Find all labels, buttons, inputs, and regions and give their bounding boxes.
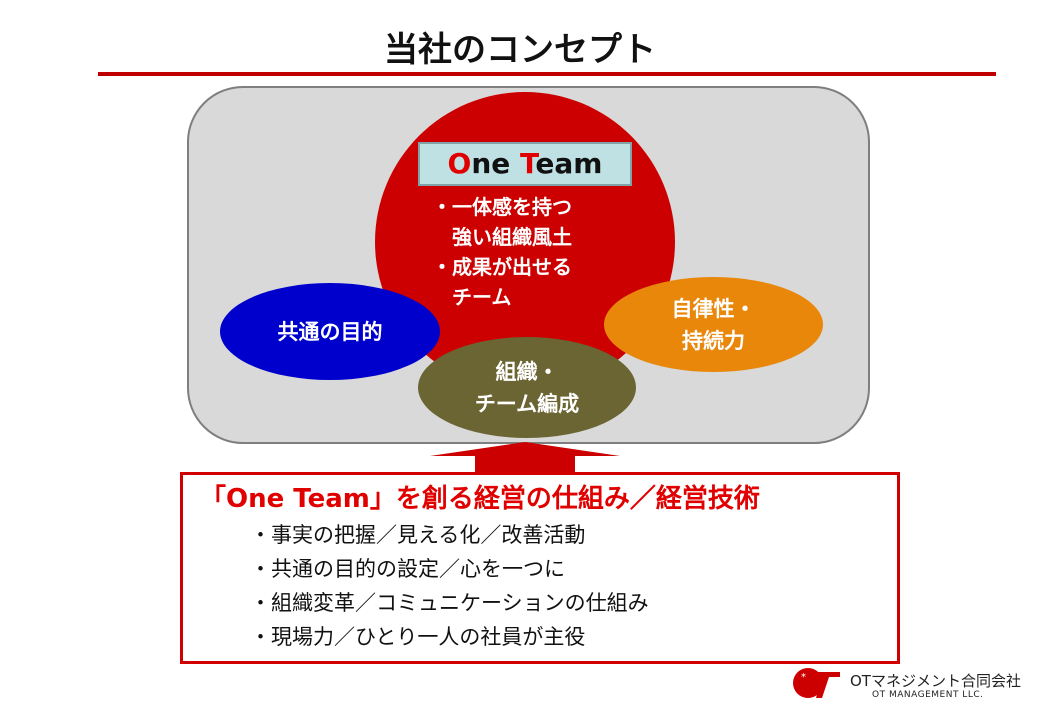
slide-title: 当社のコンセプト <box>384 30 656 70</box>
title-divider <box>98 72 996 76</box>
one-team-label: One Team <box>418 142 632 186</box>
organization-ellipse: 組織・チーム編成 <box>418 337 636 438</box>
ellipse-label: 自律性・ <box>671 296 756 321</box>
mechanism-item: ・組織変革／コミュニケーションの仕組み <box>250 591 649 615</box>
ellipse-label: チーム編成 <box>474 391 580 416</box>
core-bullets: ・一体感を持つ 強い組織風土 ・成果が出せる チーム <box>432 192 572 312</box>
mechanism-item: ・共通の目的の設定／心を一つに <box>250 557 565 581</box>
letter-t: T <box>520 147 536 180</box>
letters-ne: ne <box>471 147 521 180</box>
up-arrow-icon <box>430 442 620 474</box>
ellipse-label: 組織・ <box>495 359 559 384</box>
autonomy-ellipse: 自律性・持続力 <box>604 277 823 372</box>
core-bullet: 強い組織風土 <box>432 225 572 249</box>
company-logo-icon: * <box>793 668 840 698</box>
ellipse-label: 共通の目的 <box>277 319 383 344</box>
svg-text:*: * <box>801 672 806 683</box>
core-bullet: チーム <box>432 285 512 309</box>
core-bullet: ・成果が出せる <box>432 255 572 279</box>
ellipse-label: 持続力 <box>682 328 745 353</box>
core-bullet: ・一体感を持つ <box>432 195 572 219</box>
mechanism-title: 「One Team」を創る経営の仕組み／経営技術 <box>200 484 760 514</box>
common-purpose-ellipse: 共通の目的 <box>220 283 440 380</box>
letters-eam: eam <box>535 147 603 180</box>
company-name: OTマネジメント合同会社 <box>850 672 1021 690</box>
mechanism-item: ・事実の把握／見える化／改善活動 <box>250 523 586 547</box>
letter-o: O <box>447 147 472 180</box>
company-name-en: OT MANAGEMENT LLC. <box>872 690 984 700</box>
mechanism-box <box>180 472 900 664</box>
mechanism-item: ・現場力／ひとり一人の社員が主役 <box>250 625 586 649</box>
